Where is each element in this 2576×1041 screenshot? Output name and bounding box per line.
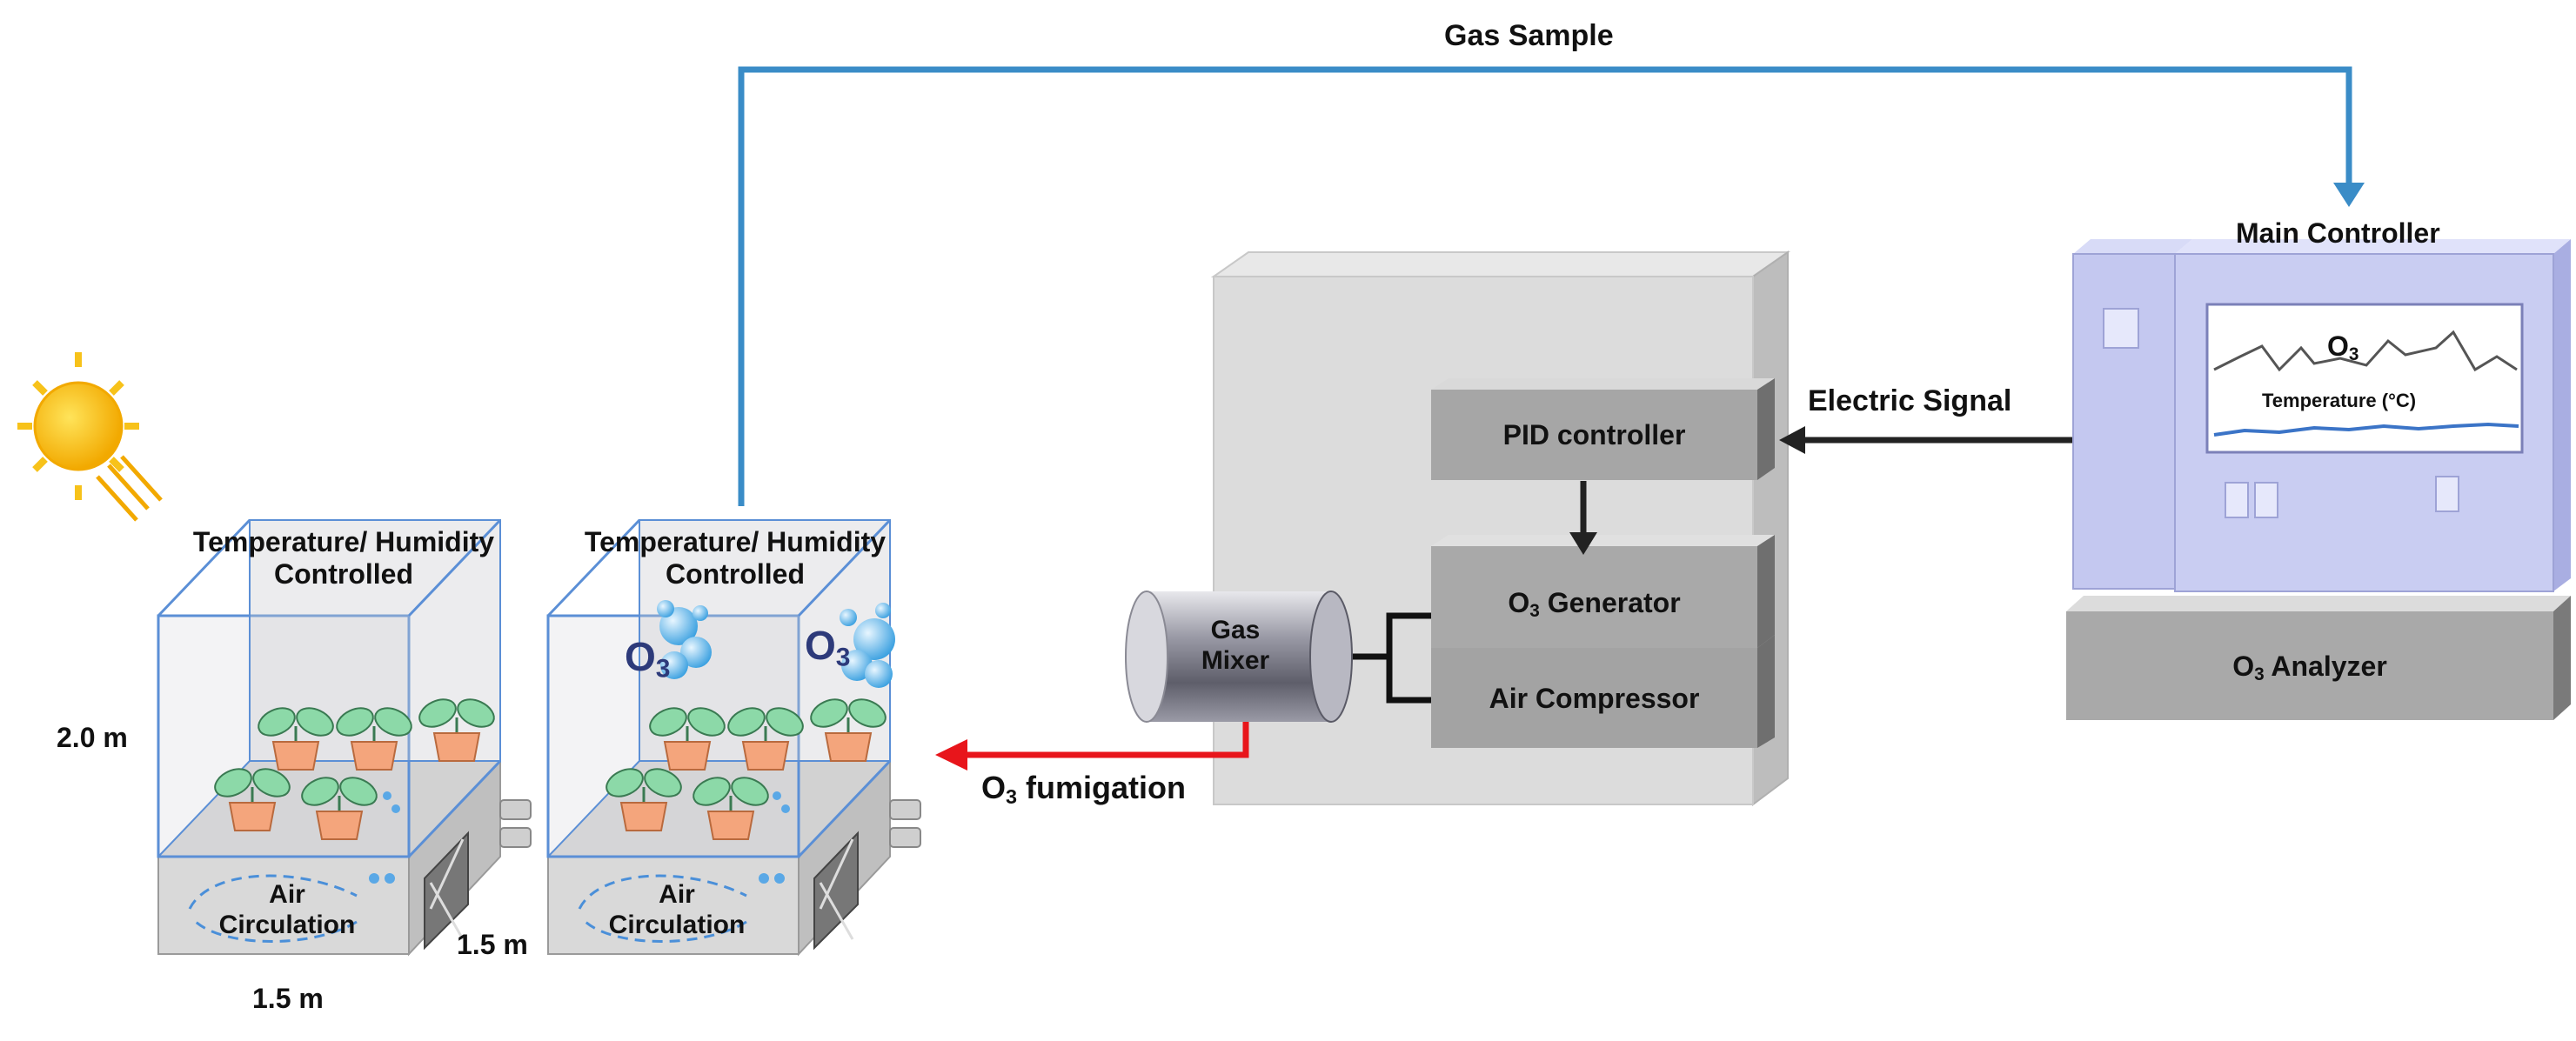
screen-temperature-label: Temperature (°C) <box>2262 390 2417 411</box>
chamber-1-label: Temperature/ Humidity Controlled <box>165 526 522 591</box>
o3-fumigation-arrow <box>935 722 1249 771</box>
plant-icon <box>727 707 804 771</box>
gas-mixer-label: Gas Mixer <box>1157 616 1314 676</box>
gas-sample-arrowhead <box>2333 183 2365 207</box>
plant-icon <box>258 707 334 771</box>
chamber-2-label: Temperature/ Humidity Controlled <box>557 526 913 591</box>
o3-generator-label: O3 Generator <box>1508 587 1681 622</box>
plant-icon <box>301 777 378 840</box>
ozone-bubble-icon <box>840 603 895 688</box>
chamber-1-label-line2: Controlled <box>274 557 413 590</box>
plant-icon <box>214 768 291 831</box>
air-circulation-1-line1: Air <box>269 880 305 909</box>
main-controller-label: Main Controller <box>2236 217 2440 249</box>
plant-icon <box>693 777 769 840</box>
air-circulation-2-label: Air Circulation <box>590 880 764 940</box>
air-compressor-label: Air Compressor <box>1489 683 1700 714</box>
ozone-label-right: O3 <box>805 623 851 672</box>
pid-controller-box <box>1431 378 1775 480</box>
air-circulation-2-line1: Air <box>659 880 695 909</box>
air-circulation-2-line2: Circulation <box>608 910 746 939</box>
gas-sample-line <box>738 66 2365 506</box>
depth-dimension-label: 1.5 m <box>457 929 528 960</box>
o3-generator-box <box>1431 535 1775 648</box>
ozone-label-left: O3 <box>625 634 671 684</box>
temperature-trace-line <box>2213 422 2519 437</box>
plant-icon <box>418 698 495 762</box>
o3-fumigation-label: O3 fumigation <box>981 770 1187 808</box>
ozone-bubble-icon <box>657 600 712 679</box>
plant-icon <box>810 698 887 762</box>
electric-signal-label: Electric Signal <box>1808 384 2012 417</box>
main-controller <box>2072 239 2571 592</box>
chamber-1-label-line1: Temperature/ Humidity <box>192 526 495 557</box>
pid-to-generator-arrow <box>1569 481 1597 555</box>
height-dimension-label: 2.0 m <box>57 722 128 753</box>
plant-icon <box>336 707 412 771</box>
air-compressor-box <box>1431 635 1775 748</box>
o3-analyzer-box <box>2066 596 2571 720</box>
chamber-2-label-line2: Controlled <box>666 557 805 590</box>
gas-mixer-icon <box>1125 591 1353 723</box>
fan-icon <box>813 831 859 951</box>
electric-signal-arrow <box>1779 426 2073 454</box>
controller-button-icon <box>2103 308 2139 349</box>
air-circulation-1-line2: Circulation <box>218 910 356 939</box>
air-circulation-1-label: Air Circulation <box>200 880 374 940</box>
pid-controller-label: PID controller <box>1502 419 1686 450</box>
o3-trace-line <box>2213 330 2518 372</box>
plant-icon <box>606 768 682 831</box>
width-dimension-label: 1.5 m <box>252 983 324 1014</box>
sun-icon <box>17 352 163 522</box>
plants-group <box>214 698 887 840</box>
gas-sample-label: Gas Sample <box>1444 19 1614 52</box>
chamber-2-label-line1: Temperature/ Humidity <box>584 526 887 557</box>
o3-analyzer-label: O3 Analyzer <box>2232 651 2387 685</box>
plant-icon <box>649 707 726 771</box>
gas-mixer-label-line2: Mixer <box>1201 645 1270 675</box>
screen-o3-label: O3 <box>2327 330 2359 365</box>
gas-mixer-label-line1: Gas <box>1210 616 1261 644</box>
fan-icon <box>424 831 469 951</box>
